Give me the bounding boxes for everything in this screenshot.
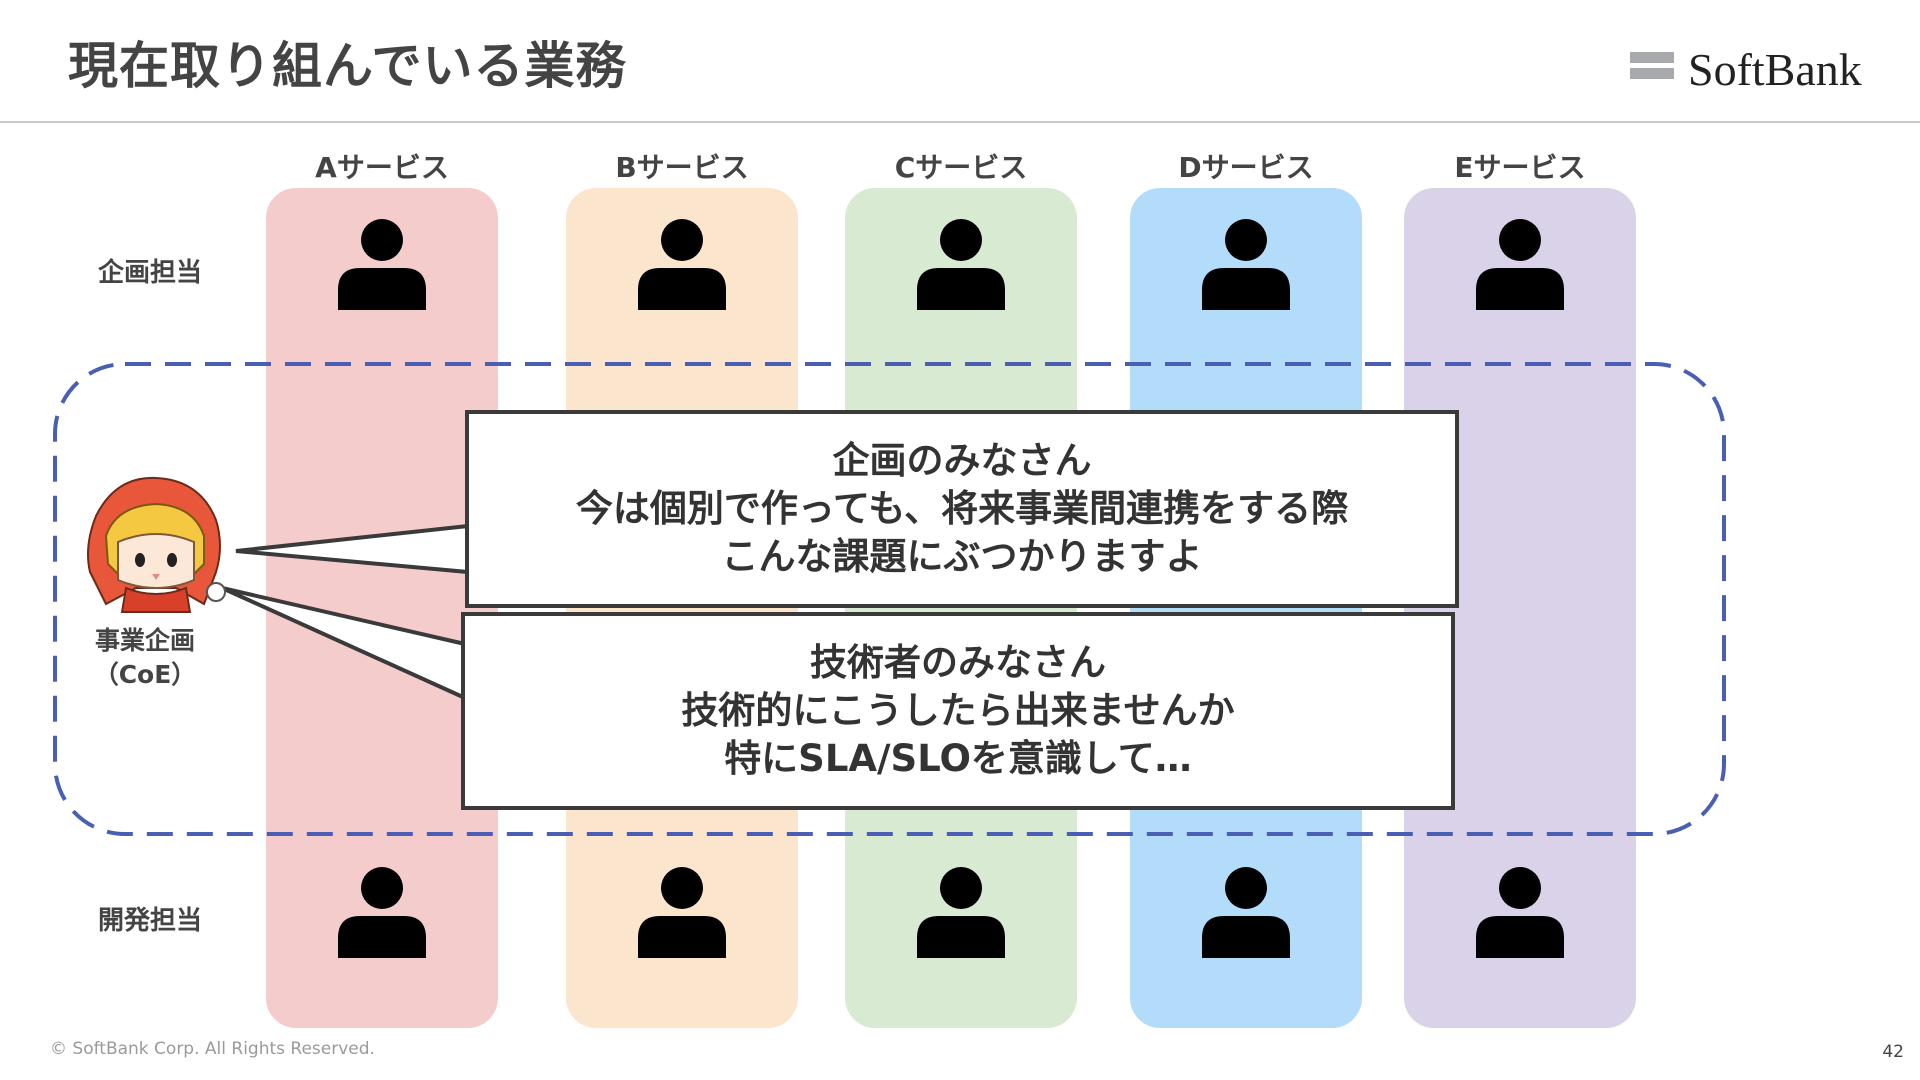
copyright: © SoftBank Corp. All Rights Reserved. — [50, 1039, 375, 1059]
service-label-a: Aサービス — [315, 151, 449, 184]
logo-bars-icon — [1630, 52, 1674, 84]
title-divider — [0, 121, 1920, 123]
coe-label-line2: （CoE） — [93, 660, 197, 689]
bubble-planning-line3: こんな課題にぶつかりますよ — [721, 535, 1203, 578]
person-icon — [917, 219, 1005, 310]
slide-title: 現在取り組んでいる業務 — [68, 37, 627, 95]
coe-label: 事業企画 （CoE） — [70, 624, 220, 692]
service-label-d: Dサービス — [1178, 151, 1314, 184]
page-number: 42 — [1882, 1042, 1904, 1062]
person-icon — [1202, 219, 1290, 310]
dev-row-label: 開発担当 — [97, 906, 202, 936]
bubble-engineers-line1: 技術者のみなさん — [810, 641, 1106, 684]
person-icon — [338, 219, 426, 310]
mascot-character — [87, 476, 226, 613]
person-icon — [917, 867, 1005, 958]
bubble-planning-line2: 今は個別で作っても、将来事業間連携をする際 — [575, 487, 1349, 530]
person-icon — [638, 219, 726, 310]
logo-text: SoftBank — [1688, 44, 1862, 95]
bubble-engineers-line2: 技術的にこうしたら出来ませんか — [681, 689, 1235, 732]
bubble-engineers-line3: 特にSLA/SLOを意識して… — [724, 737, 1192, 780]
service-label-b: Bサービス — [615, 151, 749, 184]
coe-label-line1: 事業企画 — [94, 626, 195, 655]
person-icon — [638, 867, 726, 958]
bubble-planning: 企画のみなさん 今は個別で作っても、将来事業間連携をする際 こんな課題にぶつかり… — [465, 410, 1459, 608]
bubble-tail-planning — [235, 523, 470, 575]
person-icon — [1202, 867, 1290, 958]
service-label-e: Eサービス — [1454, 151, 1586, 184]
planning-row-label: 企画担当 — [97, 258, 202, 288]
person-icon — [1476, 219, 1564, 310]
bubble-planning-line1: 企画のみなさん — [832, 439, 1092, 482]
coe-dashed-border — [53, 362, 1726, 836]
person-icon — [1476, 867, 1564, 958]
bubble-engineers: 技術者のみなさん 技術的にこうしたら出来ませんか 特にSLA/SLOを意識して… — [461, 612, 1455, 810]
service-label-c: Cサービス — [894, 151, 1028, 184]
softbank-logo: SoftBank — [1630, 44, 1862, 96]
bubble-tail-engineers — [221, 586, 467, 702]
person-icon — [338, 867, 426, 958]
